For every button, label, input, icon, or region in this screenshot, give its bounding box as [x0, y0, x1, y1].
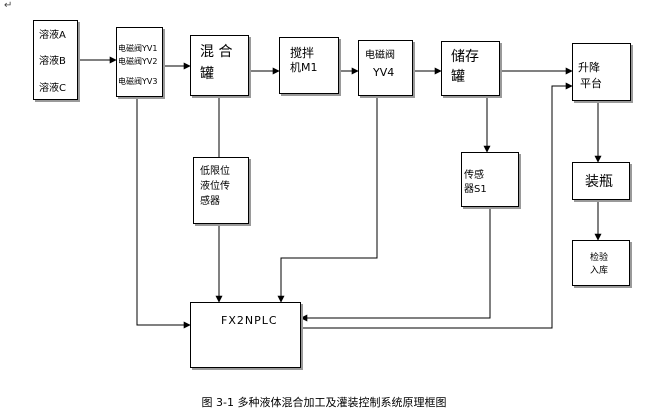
low-level-sensor-label-2: 液位传 — [200, 181, 230, 192]
valve-yv3-label: 电磁阀YV3 — [118, 77, 158, 86]
mix-tank-label-2: 罐 — [200, 66, 214, 82]
arrow-yv4-to-plc — [277, 96, 378, 303]
arrow-valves-to-plc — [136, 97, 191, 329]
bottling-label: 装瓶 — [585, 174, 613, 190]
bottling-box: 装瓶 — [572, 162, 630, 200]
solution-c-label: 溶液C — [39, 83, 66, 94]
valve-yv2-label: 电磁阀YV2 — [118, 57, 158, 66]
valve-yv1-label: 电磁阀YV1 — [118, 44, 158, 53]
inspection-label-1: 检验 — [590, 253, 609, 263]
sensor-s1-label-1: 传感 — [464, 170, 484, 181]
arrow-sensor-to-plc — [300, 207, 491, 322]
valve-yv4-box: 电磁阀 YV4 — [358, 40, 413, 96]
solution-a-label: 溶液A — [39, 30, 66, 41]
lift-platform-box: 升降 平台 — [572, 43, 631, 101]
valve-yv4-label-2: YV4 — [373, 66, 395, 79]
plc-label: FX2NPLC — [221, 314, 278, 327]
solutions-box: 溶液A 溶液B 溶液C — [33, 20, 78, 100]
mix-tank-box: 混 合 罐 — [190, 35, 249, 96]
sensor-s1-box: 传感 器S1 — [461, 152, 519, 207]
lift-platform-label-2: 平台 — [580, 77, 602, 90]
figure-caption: 图 3-1 多种液体混合加工及灌装控制系统原理框图 — [201, 396, 447, 409]
valve-yv4-label-1: 电磁阀 — [365, 50, 395, 61]
low-level-sensor-label-3: 感器 — [200, 196, 220, 207]
mixer-label-2: 机M1 — [290, 61, 318, 74]
arrow-plc-to-lift — [301, 82, 573, 329]
low-level-sensor-box: 低限位 液位传 感器 — [193, 157, 249, 224]
lift-platform-label-1: 升降 — [578, 61, 600, 74]
mixer-label-1: 搅拌 — [290, 46, 315, 60]
solution-b-label: 溶液B — [39, 56, 66, 67]
valves-yv1-yv3-box: 电磁阀YV1 电磁阀YV2 电磁阀YV3 — [116, 27, 163, 97]
low-level-sensor-label-1: 低限位 — [200, 166, 230, 177]
mix-tank-label-1: 混 合 — [200, 44, 233, 60]
inspection-label-2: 入库 — [590, 266, 609, 276]
sensor-s1-label-2: 器S1 — [464, 184, 487, 195]
storage-tank-box: 储存 罐 — [441, 41, 500, 96]
storage-tank-label-2: 罐 — [451, 69, 465, 85]
storage-tank-label-1: 储存 — [451, 49, 479, 65]
plc-box: FX2NPLC — [190, 302, 301, 368]
inspection-storage-box: 检验 入库 — [572, 240, 630, 286]
paragraph-mark: ↵ — [4, 0, 13, 11]
mixer-m1-box: 搅拌 机M1 — [279, 37, 339, 94]
